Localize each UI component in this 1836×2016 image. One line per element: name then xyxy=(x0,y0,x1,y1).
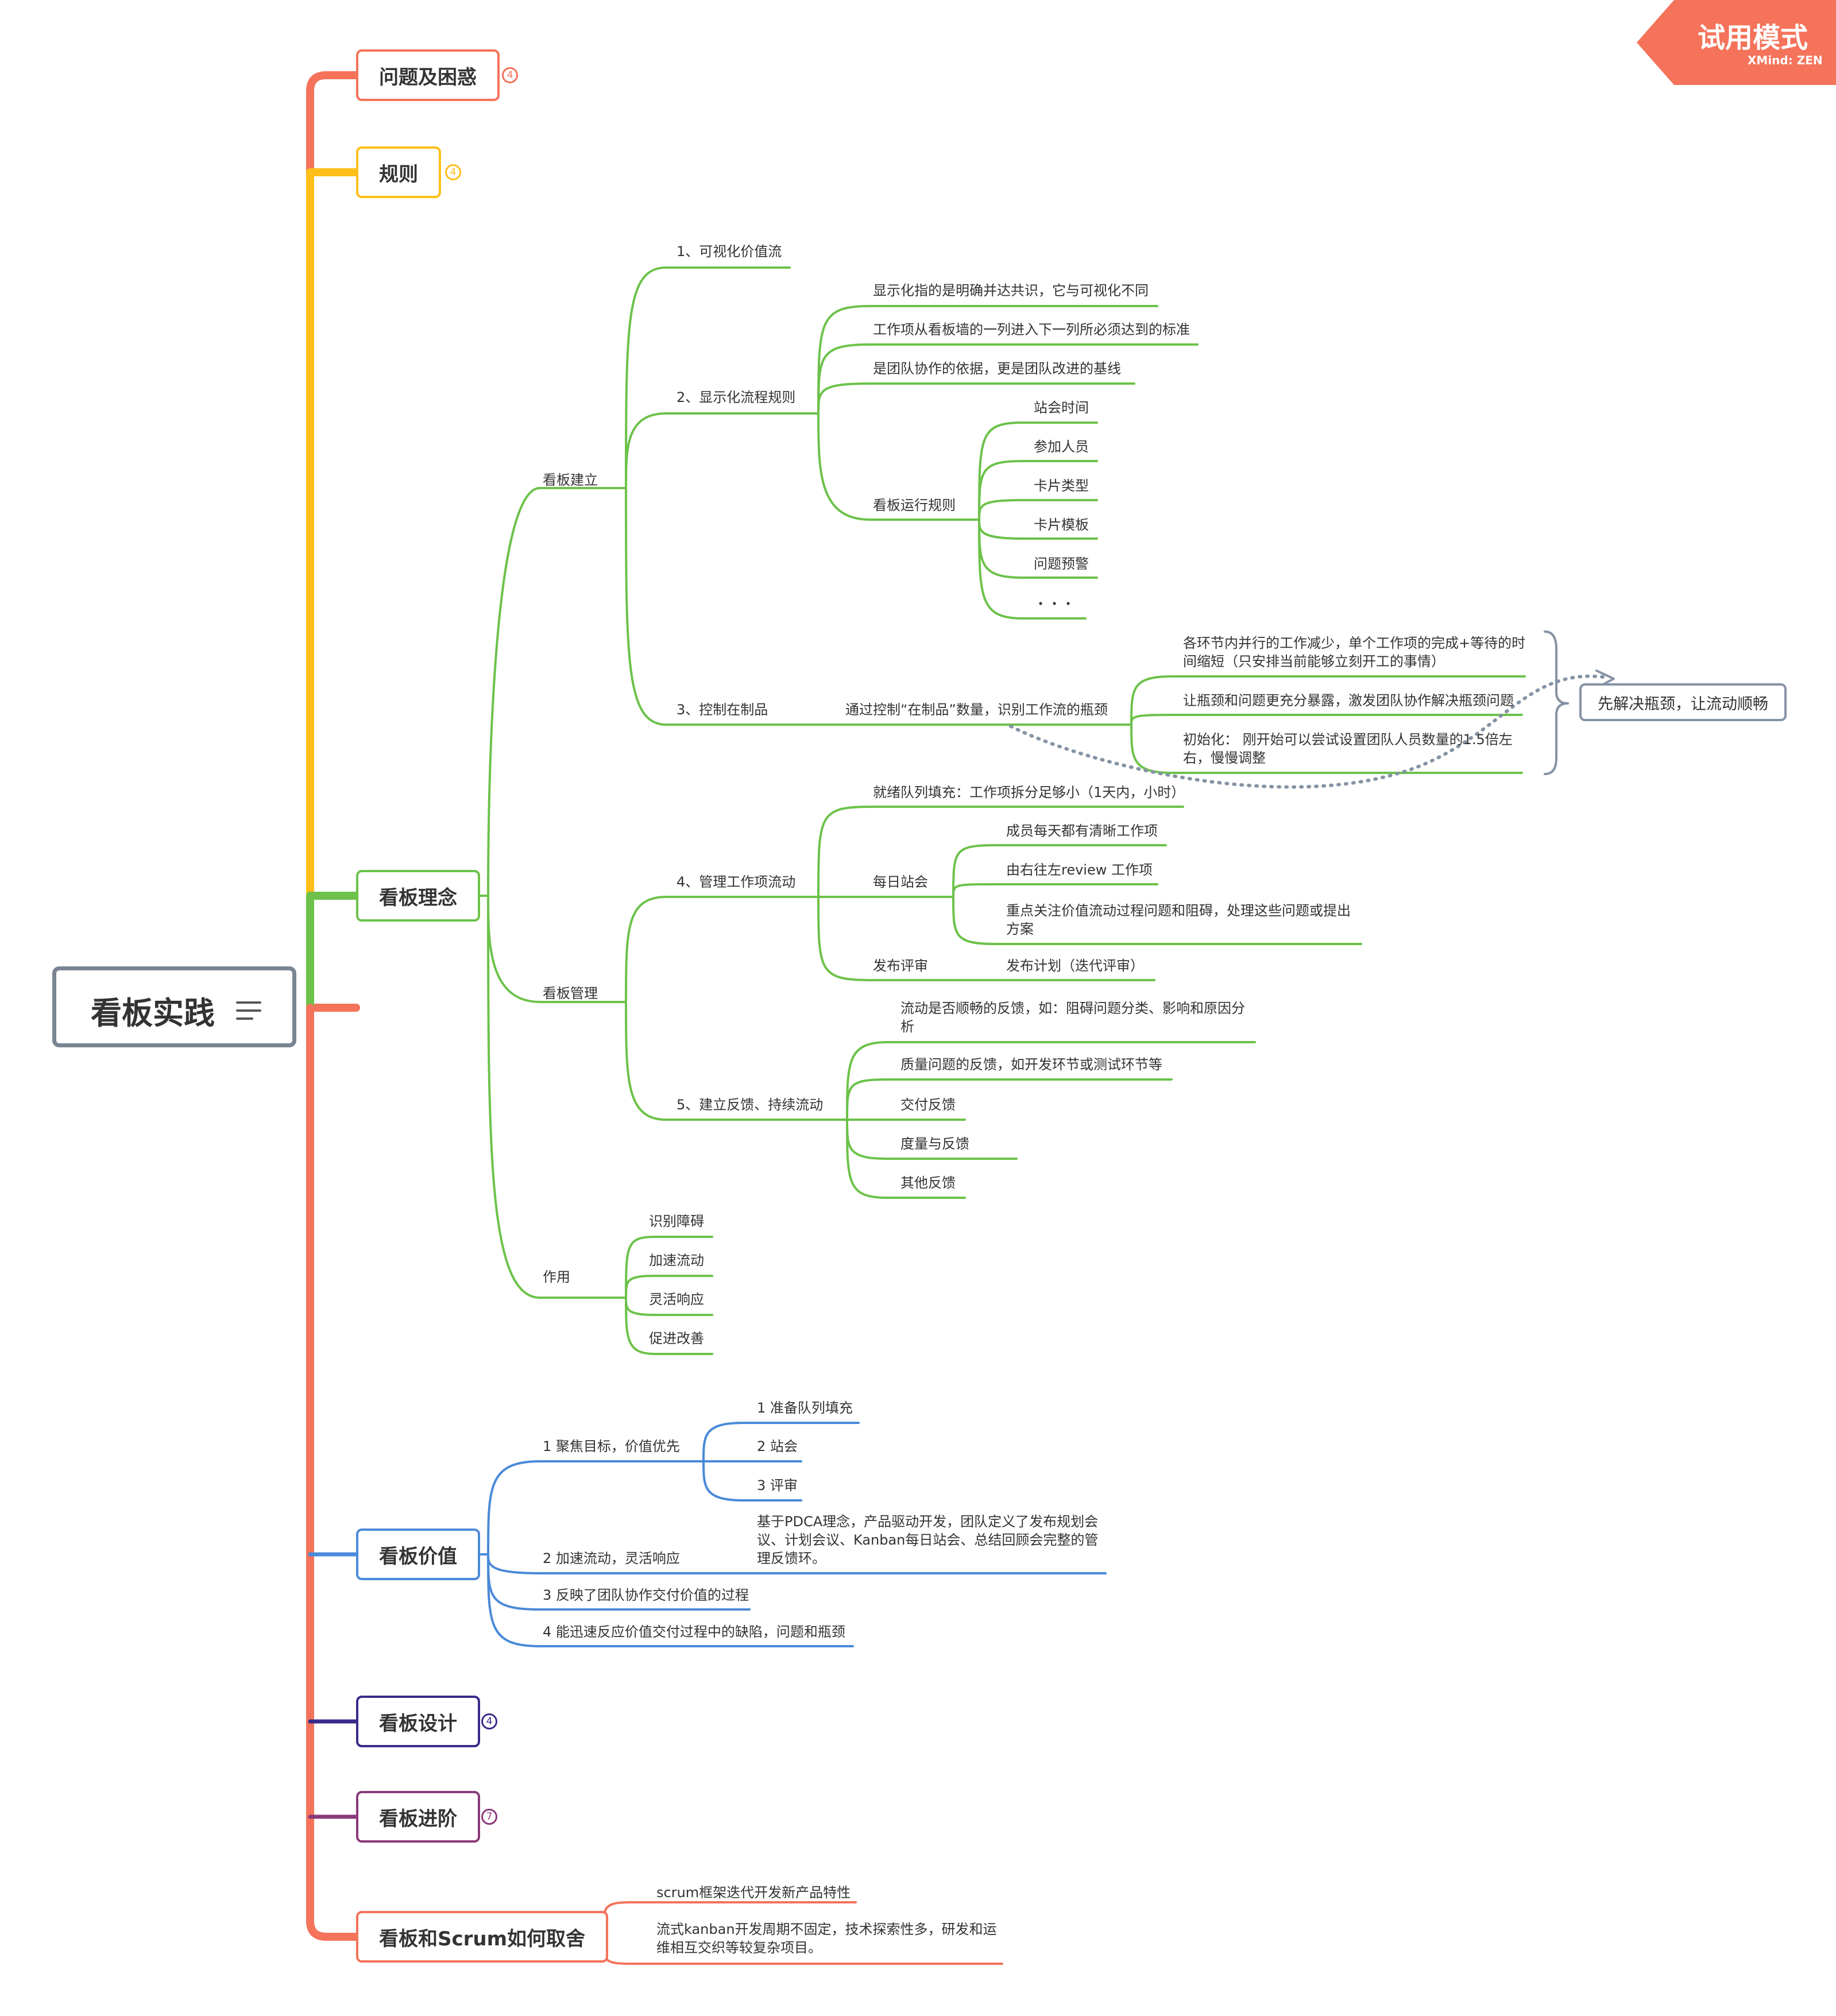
subtopic-effect[interactable]: 作用 xyxy=(543,1269,570,1285)
wip-detail[interactable]: 通过控制“在制品”数量，识别工作流的瓶颈 xyxy=(845,702,1108,718)
run-rule-item[interactable]: 站会时间 xyxy=(1034,400,1089,416)
speed-item[interactable]: 基于PDCA理念，产品驱动开发，团队定义了发布规划会议、计划会议、Kanban每… xyxy=(757,1514,1099,1566)
standup-item[interactable]: 重点关注价值流动过程问题和阻碍，处理这些问题或提出方案 xyxy=(1006,903,1351,937)
run-rule-item[interactable]: 卡片类型 xyxy=(1034,478,1089,494)
value-expose[interactable]: 4 能迅速反应价值交付过程中的缺陷，问题和瓶颈 xyxy=(543,1624,845,1640)
standup-item[interactable]: 由右往左review 工作项 xyxy=(1006,862,1153,878)
subtopic-standup[interactable]: 每日站会 xyxy=(873,874,928,890)
root-topic[interactable]: 看板实践 xyxy=(52,966,296,1047)
subtopic-manage[interactable]: 看板管理 xyxy=(543,985,598,1001)
topic-design[interactable]: 看板设计 xyxy=(356,1696,480,1747)
subtopic-flow[interactable]: 4、管理工作项流动 xyxy=(677,874,796,890)
value-focus[interactable]: 1 聚焦目标，价值优先 xyxy=(543,1438,680,1454)
wip-item[interactable]: 各环节内并行的工作减少，单个工作项的完成+等待的时间缩短（只安排当前能够立刻开工… xyxy=(1183,635,1526,670)
run-rule-item[interactable]: 参加人员 xyxy=(1034,439,1089,455)
feedback-item[interactable]: 其他反馈 xyxy=(900,1175,956,1191)
feedback-item[interactable]: 流动是否顺畅的反馈，如：阻碍问题分类、影响和原因分析 xyxy=(900,1000,1245,1035)
topic-advanced[interactable]: 看板进阶 xyxy=(356,1791,480,1843)
subtopic-build[interactable]: 看板建立 xyxy=(543,472,598,488)
wip-item[interactable]: 初始化： 刚开始可以尝试设置团队人员数量的1.5倍左右，慢慢调整 xyxy=(1183,732,1513,766)
menu-lines-icon[interactable] xyxy=(236,1001,261,1021)
rule-item[interactable]: 是团队协作的依据，更是团队改进的基线 xyxy=(873,361,1121,377)
subtopic-visualize[interactable]: 1、可视化价值流 xyxy=(677,243,782,260)
boundary-summary[interactable]: 先解决瓶颈，让流动顺畅 xyxy=(1579,683,1787,721)
focus-item[interactable]: 1 准备队列填充 xyxy=(757,1400,853,1416)
subtopic-wip[interactable]: 3、控制在制品 xyxy=(677,702,768,718)
feedback-item[interactable]: 质量问题的反馈，如开发环节或测试环节等 xyxy=(900,1057,1162,1073)
scrum-item[interactable]: scrum框架迭代开发新产品特性 xyxy=(656,1885,851,1901)
focus-item[interactable]: 2 站会 xyxy=(757,1438,798,1454)
rule-item[interactable]: 显示化指的是明确并达共识，它与可视化不同 xyxy=(873,283,1149,299)
focus-item[interactable]: 3 评审 xyxy=(757,1477,798,1493)
root-title: 看板实践 xyxy=(91,995,215,1031)
trial-mode-brand: XMind: ZEN xyxy=(1748,53,1823,67)
release-item[interactable]: 发布计划（迭代评审） xyxy=(1006,958,1144,974)
banner-shape-icon xyxy=(1637,0,1836,85)
value-reflect[interactable]: 3 反映了团队协作交付价值的过程 xyxy=(543,1587,749,1603)
standup-item[interactable]: 成员每天都有清晰工作项 xyxy=(1006,823,1158,839)
value-speed[interactable]: 2 加速流动，灵活响应 xyxy=(543,1550,680,1566)
collapsed-count-badge[interactable]: 4 xyxy=(445,164,461,180)
feedback-item[interactable]: 交付反馈 xyxy=(900,1097,956,1113)
feedback-item[interactable]: 度量与反馈 xyxy=(900,1136,969,1152)
topic-concept[interactable]: 看板理念 xyxy=(356,870,480,922)
topic-rules[interactable]: 规则 xyxy=(356,146,441,198)
flow-ready[interactable]: 就绪队列填充：工作项拆分足够小（1天内，小时） xyxy=(873,784,1185,800)
subtopic-explicit-rules[interactable]: 2、显示化流程规则 xyxy=(677,389,796,405)
collapsed-count-badge[interactable]: 4 xyxy=(502,67,518,83)
topic-problems[interactable]: 问题及困惑 xyxy=(356,49,500,101)
subtopic-release[interactable]: 发布评审 xyxy=(873,958,928,974)
subtopic-run-rules[interactable]: 看板运行规则 xyxy=(873,497,956,513)
effect-item[interactable]: 识别障碍 xyxy=(649,1213,704,1229)
trial-mode-title: 试用模式 xyxy=(1698,22,1808,54)
wip-item[interactable]: 让瓶颈和问题更充分暴露，激发团队协作解决瓶颈问题 xyxy=(1183,692,1514,709)
collapsed-count-badge[interactable]: 7 xyxy=(481,1809,497,1825)
run-rule-item[interactable]: 问题预警 xyxy=(1034,556,1089,572)
trial-mode-banner: 试用模式 XMind: ZEN xyxy=(1637,0,1836,85)
effect-item[interactable]: 促进改善 xyxy=(649,1330,704,1346)
rule-item[interactable]: 工作项从看板墙的一列进入下一列所必须达到的标准 xyxy=(873,322,1190,338)
run-rule-item[interactable]: ・・・ xyxy=(1034,596,1075,612)
topic-scrum[interactable]: 看板和Scrum如何取舍 xyxy=(356,1911,609,1963)
scrum-item[interactable]: 流式kanban开发周期不固定，技术探索性多，研发和运维相互交织等较复杂项目。 xyxy=(656,1921,997,1956)
collapsed-count-badge[interactable]: 4 xyxy=(481,1713,497,1729)
effect-item[interactable]: 加速流动 xyxy=(649,1252,704,1268)
run-rule-item[interactable]: 卡片模板 xyxy=(1034,517,1089,533)
topic-value[interactable]: 看板价值 xyxy=(356,1529,480,1580)
effect-item[interactable]: 灵活响应 xyxy=(649,1291,704,1307)
subtopic-feedback[interactable]: 5、建立反馈、持续流动 xyxy=(677,1097,824,1113)
